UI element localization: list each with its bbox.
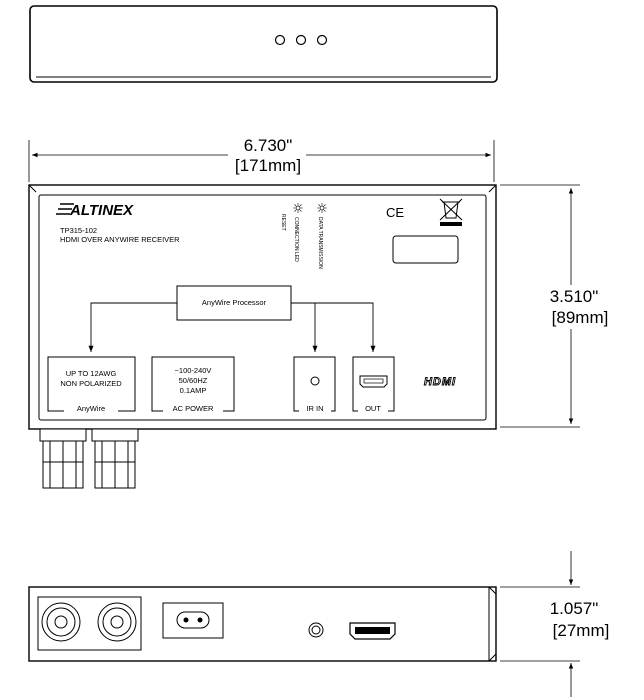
- ac-spec-1: ~100-240V: [175, 366, 212, 375]
- width-dimension: 6.730" [171mm]: [28, 134, 495, 182]
- depth-inches: 1.057": [550, 599, 599, 618]
- ir-window: [392, 235, 459, 264]
- ce-mark: CE: [386, 205, 404, 220]
- ac-inlet-icon: [162, 602, 224, 639]
- led-hole-2: [295, 34, 307, 46]
- anywire-label: AnyWire: [77, 404, 105, 413]
- rear-view: [28, 586, 497, 662]
- anywire-connector-right: [91, 428, 139, 489]
- front-view: ALTINEX TP315-102 HDMI OVER ANYWIRE RECE…: [28, 184, 497, 489]
- anywire-connector-left: [39, 428, 87, 489]
- reset-label: RESET: [280, 214, 286, 231]
- height-mm: [89mm]: [552, 308, 609, 327]
- processor-label: AnyWire Processor: [202, 298, 267, 307]
- anywire-spec-1: UP TO 12AWG: [66, 369, 117, 378]
- ir-in-jack-icon: [310, 376, 320, 386]
- led-hole-3: [316, 34, 328, 46]
- data-led-label: DATA TRANSMISSION: [317, 217, 323, 269]
- model-number: TP315-102: [60, 226, 97, 235]
- depth-dimension: 1.057" [27mm]: [500, 551, 614, 697]
- hdmi-logo: HDMI: [424, 376, 456, 388]
- connection-led: [293, 203, 303, 213]
- out-label: OUT: [365, 404, 381, 413]
- brand-name: ALTINEX: [69, 202, 134, 219]
- data-led: [317, 203, 327, 213]
- ac-power-label: AC POWER: [173, 404, 214, 413]
- product-description: HDMI OVER ANYWIRE RECEIVER: [60, 235, 180, 244]
- ac-spec-2: 50/60HZ: [179, 376, 208, 385]
- height-inches: 3.510": [550, 287, 599, 306]
- altinex-logo: ALTINEX: [56, 202, 134, 219]
- ir-in-label: IR IN: [306, 404, 323, 413]
- signal-flow: [88, 302, 376, 352]
- anywire-terminal-face: [37, 596, 142, 651]
- anywire-spec-2: NON POLARIZED: [60, 379, 122, 388]
- height-dimension: 3.510" [89mm]: [500, 184, 614, 428]
- ir-jack-icon: [308, 622, 324, 638]
- hdmi-port-rear-icon: [349, 622, 396, 640]
- ac-spec-3: 0.1AMP: [180, 386, 207, 395]
- weee-bin-icon: [439, 198, 463, 226]
- depth-mm: [27mm]: [553, 621, 610, 640]
- connection-led-label: CONNECTION LED: [293, 217, 299, 262]
- led-hole-1: [274, 34, 286, 46]
- width-mm: [171mm]: [235, 156, 301, 175]
- hdmi-port-icon: [359, 375, 388, 388]
- width-inches: 6.730": [244, 136, 293, 155]
- top-view: [29, 5, 498, 83]
